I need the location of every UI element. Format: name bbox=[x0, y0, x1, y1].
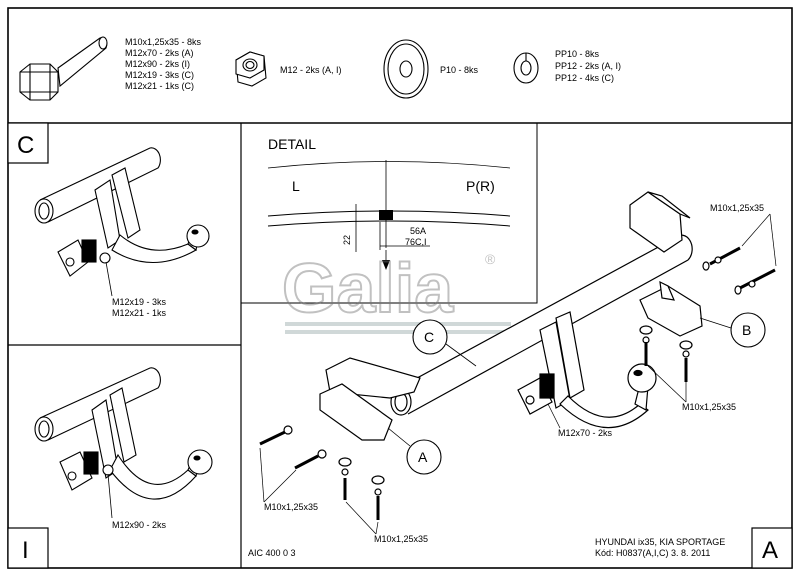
panel-i-leader bbox=[107, 473, 113, 519]
galia-logo: Galia bbox=[282, 249, 454, 327]
panel-i-hitch-drawing bbox=[34, 367, 213, 500]
detail-dim-22: 22 bbox=[342, 235, 352, 245]
spring-washer-spec-line-1: PP10 - 8ks bbox=[555, 49, 600, 59]
detail-title: DETAIL bbox=[268, 136, 316, 152]
panel-c: C M12x19 - 3ks M12x21 - 1ks bbox=[7, 122, 210, 318]
callout-c: C bbox=[412, 319, 477, 367]
vehicle-title: HYUNDAI ix35, KIA SPORTAGE bbox=[595, 537, 725, 547]
galia-registered-mark: ® bbox=[485, 251, 496, 267]
galia-watermark: Galia ® bbox=[281, 248, 511, 334]
bolt-spec-line-1: M10x1,25x35 - 8ks bbox=[125, 37, 202, 47]
callout-c-letter: C bbox=[424, 329, 434, 345]
label-bolt-left: M10x1,25x35 bbox=[264, 502, 318, 512]
sheet-letter: A bbox=[762, 537, 778, 564]
panel-i-letter-box bbox=[7, 527, 49, 569]
spring-washer-spec-line-2: PP12 - 2ks (A, I) bbox=[555, 61, 621, 71]
label-ball-bolt: M12x70 - 2ks bbox=[558, 428, 613, 438]
bolt-spec-line-5: M12x21 - 1ks (C) bbox=[125, 81, 194, 91]
label-bolt-bottom: M10x1,25x35 bbox=[374, 534, 428, 544]
detail-top-curve bbox=[267, 161, 511, 169]
bolt-spec-line-4: M12x19 - 3ks (C) bbox=[125, 70, 194, 80]
flat-washer-icon bbox=[383, 39, 429, 99]
panel-c-hitch-drawing bbox=[34, 147, 210, 277]
detail-right-label: P(R) bbox=[466, 178, 495, 194]
callout-a: A bbox=[387, 427, 442, 475]
galia-underline-bottom bbox=[285, 330, 511, 334]
drawing-code: AIC 400 0 3 bbox=[248, 548, 296, 558]
detail-dim-76ci: 76C,I bbox=[405, 237, 427, 247]
main-assembly-drawing bbox=[259, 191, 776, 520]
sheet-letter-box bbox=[751, 527, 793, 569]
panel-c-letter: C bbox=[17, 132, 34, 159]
spring-washer-icon bbox=[513, 52, 539, 84]
washer-spec: P10 - 8ks bbox=[440, 65, 479, 75]
drawing-kod: Kód: H0837(A,I,C) 3. 8. 2011 bbox=[595, 548, 710, 558]
label-bolt-top-right: M10x1,25x35 bbox=[710, 203, 764, 213]
galia-underline-top bbox=[285, 322, 511, 326]
detail-left-label: L bbox=[292, 178, 300, 194]
bolt-spec-line-3: M12x90 - 2ks (I) bbox=[125, 59, 190, 69]
detail-panel: DETAIL L P(R) 22 56A 76C,I bbox=[240, 122, 538, 304]
detail-beam-bottom bbox=[267, 220, 511, 227]
detail-frame bbox=[240, 122, 538, 304]
panel-i-label: M12x90 - 2ks bbox=[112, 520, 167, 530]
panel-c-label-1: M12x19 - 3ks bbox=[112, 297, 167, 307]
panel-i-letter: I bbox=[22, 537, 29, 564]
panel-i: I M12x90 - 2ks bbox=[7, 367, 213, 569]
spring-washer-spec-line-3: PP12 - 4ks (C) bbox=[555, 73, 614, 83]
callout-b: B bbox=[699, 312, 766, 348]
hex-bolt-icon bbox=[19, 36, 108, 101]
panel-c-leader bbox=[105, 261, 113, 297]
detail-dim-56a: 56A bbox=[410, 226, 426, 236]
callout-b-letter: B bbox=[742, 322, 751, 338]
nut-spec: M12 - 2ks (A, I) bbox=[280, 65, 342, 75]
label-bolt-right: M10x1,25x35 bbox=[682, 402, 736, 412]
hex-nut-icon bbox=[235, 51, 267, 87]
callout-a-letter: A bbox=[418, 449, 428, 465]
detail-down-arrow bbox=[382, 260, 390, 270]
bolt-spec-line-2: M12x70 - 2ks (A) bbox=[125, 48, 194, 58]
panel-c-label-2: M12x21 - 1ks bbox=[112, 308, 167, 318]
panel-c-letter-box bbox=[7, 122, 49, 164]
